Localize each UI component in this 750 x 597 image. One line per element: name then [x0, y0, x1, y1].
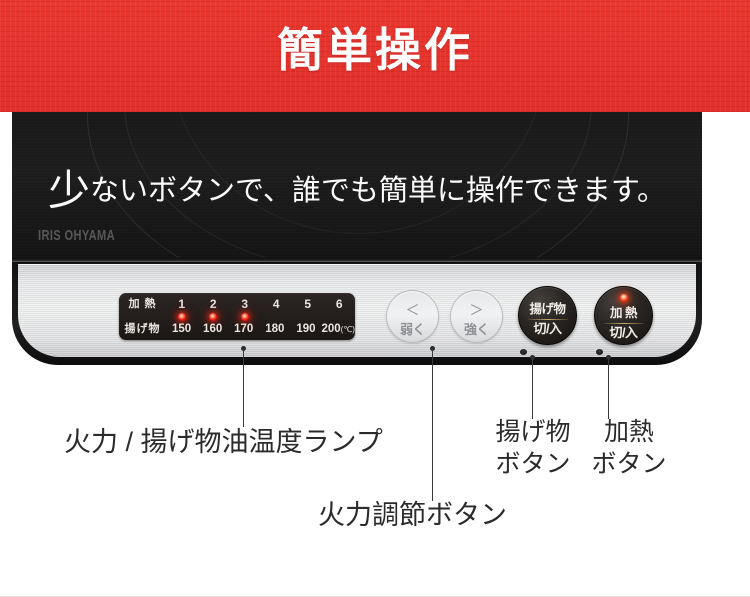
indicator-lamp-3-on — [240, 313, 249, 321]
fry-temp-180: 180 — [265, 323, 285, 335]
leader-line-fry — [532, 357, 533, 419]
fry-temp-200: 200(℃) — [321, 321, 355, 338]
lamp-slot-1 — [166, 312, 198, 322]
chevron-right-icon: ＞ — [469, 302, 484, 318]
leader-dot-lamp — [241, 346, 246, 351]
heat-button-label: 加 熱 — [610, 306, 637, 320]
display-heat-row: 加 熱 1 2 3 4 5 6 — [119, 296, 355, 312]
heat-level-4: 4 — [272, 297, 280, 311]
fry-button-onoff-label: 切/入 — [533, 320, 562, 336]
chevron-left-icon: ＜ — [405, 302, 420, 318]
callout-lamp-label: 火力 / 揚げ物油温度ランプ — [64, 427, 383, 457]
display-heat-row-label: 加 熱 — [128, 298, 157, 310]
subtitle-lead-character: 少 — [48, 167, 91, 214]
fry-button-divider — [527, 318, 568, 320]
display-fry-row: 揚げ物 150 160 170 180 190 200(℃) — [119, 321, 355, 337]
power-increase-label: 強く — [463, 322, 490, 337]
fry-temp-170: 170 — [234, 323, 254, 335]
fry-button-screw — [520, 349, 527, 355]
power-increase-button[interactable]: ＞ 強く — [450, 290, 503, 343]
indicator-lamp-5-off — [304, 313, 312, 321]
leader-dot-power — [430, 346, 435, 351]
fry-temp-190: 190 — [296, 323, 316, 335]
panel-lip — [12, 258, 702, 264]
fry-mode-button[interactable]: 揚げ物 切/入 — [518, 286, 577, 345]
callout-heat-line1: 加熱 — [603, 418, 654, 446]
indicator-display: 加 熱 1 2 3 4 5 6 揚げ物 150 160 170 — [119, 293, 355, 340]
subtitle: 少ないボタンで、誰でも簡単に操作できます。 — [12, 170, 702, 212]
indicator-lamp-4-off — [272, 313, 280, 321]
power-decrease-button[interactable]: ＜ 弱く — [386, 290, 439, 343]
power-decrease-label: 弱く — [399, 322, 426, 337]
fry-temp-160: 160 — [203, 323, 223, 335]
leader-line-power — [432, 349, 433, 501]
fry-temp-200-value: 200 — [321, 322, 341, 335]
heat-level-3: 3 — [241, 297, 249, 311]
heat-button-onoff-label: 切/入 — [609, 324, 638, 340]
callout-fry-line2: ボタン — [495, 450, 571, 478]
temperature-unit: (℃) — [340, 324, 355, 334]
leader-line-heat — [608, 357, 609, 419]
fry-temp-150: 150 — [171, 323, 192, 335]
callout-fry-button-label: 揚げ物 ボタン — [487, 418, 579, 478]
subtitle-rest: ないボタンで、誰でも簡単に操作できます。 — [90, 175, 666, 207]
callout-heat-button-label: 加熱 ボタン — [583, 418, 675, 478]
heat-button-led-icon — [619, 294, 628, 302]
callout-heat-line2: ボタン — [591, 450, 667, 478]
callout-power-button-label: 火力調節ボタン — [318, 500, 507, 530]
indicator-lamp-2-on — [209, 313, 218, 321]
header-banner: 簡単操作 — [0, 0, 750, 112]
heat-level-6: 6 — [335, 297, 343, 311]
brand-logo: IRIS OHYAMA — [38, 227, 116, 244]
cooktop-glass-surface: 少ないボタンで、誰でも簡単に操作できます。 IRIS OHYAMA — [12, 112, 702, 260]
fry-button-label: 揚げ物 — [529, 302, 566, 316]
lamp-slot-2 — [198, 312, 230, 322]
lamp-slot-3 — [229, 312, 261, 322]
page-title: 簡単操作 — [277, 24, 473, 76]
heat-button-divider — [603, 322, 644, 324]
heat-power-button[interactable]: 加 熱 切/入 — [594, 286, 653, 345]
indicator-lamp-1-on — [177, 313, 186, 321]
heat-button-screw — [596, 349, 603, 355]
heat-level-1: 1 — [178, 297, 186, 311]
control-panel: 加 熱 1 2 3 4 5 6 揚げ物 150 160 170 — [18, 264, 696, 357]
heat-level-5: 5 — [304, 297, 312, 311]
induction-cooktop: 少ないボタンで、誰でも簡単に操作できます。 IRIS OHYAMA 加 熱 1 … — [12, 112, 702, 365]
indicator-lamp-row — [166, 312, 355, 322]
callout-fry-line1: 揚げ物 — [495, 418, 571, 446]
leader-line-lamp — [243, 349, 244, 427]
heat-level-2: 2 — [209, 297, 217, 311]
display-fry-row-label: 揚げ物 — [124, 323, 161, 335]
